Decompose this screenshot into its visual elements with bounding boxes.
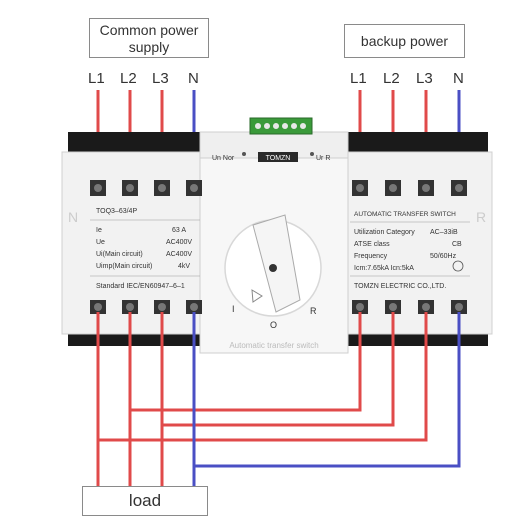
side-letter-left: N bbox=[68, 209, 78, 225]
term-label-right-l2: L2 bbox=[383, 70, 400, 87]
side-letter-right: R bbox=[476, 209, 486, 225]
output-wires bbox=[96, 312, 461, 486]
knob-mark-o: O bbox=[270, 320, 277, 330]
spec-val-1: AC400V bbox=[166, 239, 192, 246]
indicator-led-2 bbox=[310, 152, 314, 156]
term-label-right-l3: L3 bbox=[416, 70, 433, 87]
ats-title: AUTOMATIC TRANSFER SWITCH bbox=[354, 211, 456, 218]
knob-mark-i: I bbox=[232, 304, 235, 314]
out-wire-l2-right bbox=[162, 312, 395, 427]
green-terminal-block bbox=[249, 117, 313, 135]
bottom-device-text: Automatic transfer switch bbox=[229, 341, 318, 350]
common-power-line2: supply bbox=[128, 39, 170, 55]
out-wire-l3-right bbox=[98, 312, 428, 442]
top-terminals-right bbox=[352, 180, 467, 196]
green-terminal-screws bbox=[255, 123, 306, 129]
ce-mark bbox=[452, 260, 464, 272]
bottom-terminals-left bbox=[90, 300, 202, 314]
rspec-val-2: 50/60Hz bbox=[430, 253, 457, 260]
spec-key-3: Uimp(Main circuit) bbox=[96, 263, 152, 270]
maker-text: TOMZN ELECTRIC CO.,LTD. bbox=[354, 283, 446, 290]
term-label-right-n: N bbox=[453, 70, 464, 87]
rspec-key-3: Icm:7.65kA Icn:5kA bbox=[354, 265, 414, 272]
load-label: load bbox=[82, 486, 208, 516]
indicator-labels-right: Ur R bbox=[316, 155, 330, 162]
standard-text: Standard IEC/EN60947–6–1 bbox=[96, 283, 185, 290]
common-power-line1: Common power bbox=[99, 22, 199, 38]
term-label-left-l3: L3 bbox=[152, 70, 169, 87]
brand-badge bbox=[258, 152, 298, 162]
spec-key-0: Ie bbox=[96, 227, 102, 234]
term-label-left-l1: L1 bbox=[88, 70, 105, 87]
knob-mark-r: R bbox=[310, 306, 317, 316]
spec-val-2: AC400V bbox=[166, 251, 192, 258]
rspec-val-1: CB bbox=[452, 241, 462, 248]
rspec-key-1: ATSE class bbox=[354, 241, 390, 248]
bottom-terminals-right bbox=[352, 300, 467, 314]
rspec-key-0: Utilization Category bbox=[354, 229, 415, 236]
indicator-led-1 bbox=[242, 152, 246, 156]
common-power-supply-label: Common power supply bbox=[89, 18, 209, 58]
indicator-labels-left: Un Nor bbox=[212, 155, 235, 162]
right-spec-panel: AUTOMATIC TRANSFER SWITCH Utilization Ca… bbox=[350, 211, 470, 290]
model-text: TOQ3–63/4P bbox=[96, 208, 137, 215]
backup-power-label: backup power bbox=[344, 24, 465, 58]
spec-val-0: 63 A bbox=[172, 227, 186, 234]
rspec-key-2: Frequency bbox=[354, 253, 388, 260]
spec-val-3: 4kV bbox=[178, 263, 190, 270]
brand-text: TOMZN bbox=[266, 155, 291, 162]
spec-key-2: Ui(Main circuit) bbox=[96, 251, 143, 258]
rspec-val-0: AC–33iB bbox=[430, 229, 458, 236]
left-spec-panel: TOQ3–63/4P Ie 63 A Ue AC400V Ui(Main cir… bbox=[90, 208, 200, 290]
top-terminals-left bbox=[90, 180, 202, 196]
term-label-left-l2: L2 bbox=[120, 70, 137, 87]
selector-knob[interactable] bbox=[224, 214, 322, 317]
term-label-right-l1: L1 bbox=[350, 70, 367, 87]
out-wire-l1-right bbox=[130, 312, 362, 412]
out-wire-n-right bbox=[194, 312, 461, 468]
spec-key-1: Ue bbox=[96, 239, 105, 246]
term-label-left-n: N bbox=[188, 70, 199, 87]
